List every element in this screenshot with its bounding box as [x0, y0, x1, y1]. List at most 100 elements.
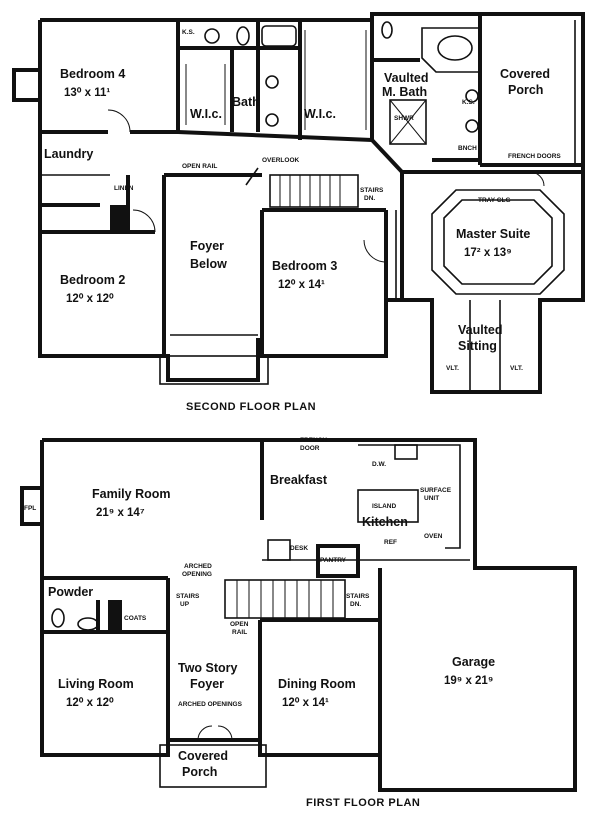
family-room-size: 21⁹ x 14⁷ [96, 507, 145, 519]
two-story-foyer-line1: Two Story [178, 661, 238, 675]
master-suite-name: Master Suite [456, 227, 530, 241]
oven-label: OVEN [424, 533, 443, 540]
french-doors-label: FRENCH DOORS [508, 153, 561, 160]
vlt-right: VLT. [510, 365, 523, 372]
vaulted-sitting-line1: Vaulted [458, 323, 502, 337]
vaulted-bath-line1: Vaulted [384, 71, 428, 85]
island-label: ISLAND [372, 503, 397, 510]
wall-hall-top [177, 130, 373, 142]
stairs-up-line1: STAIRS [176, 593, 200, 600]
linen-label: LINEN [114, 185, 134, 192]
balcony-base [159, 355, 269, 385]
bedroom4-size: 13⁰ x 11¹ [64, 86, 110, 99]
dining-room-name: Dining Room [278, 677, 356, 691]
arched-opening-line1: ARCHED [184, 563, 212, 570]
sink-3 [265, 113, 279, 127]
living-room-size: 12⁰ x 12⁰ [66, 696, 114, 709]
foyer-below-line1: Foyer [190, 239, 224, 253]
pantry [316, 544, 360, 578]
vlt-left: VLT. [446, 365, 459, 372]
wall-diagonal [370, 138, 404, 174]
sink [204, 28, 220, 44]
mbath-sink-2 [465, 119, 479, 133]
stairs-dn-line2: DN. [364, 195, 375, 202]
pantry-label: PANTRY [320, 557, 347, 564]
tray-clg-label: TRAY CLG [478, 197, 511, 204]
coats-label: COATS [124, 615, 147, 622]
sink-2 [265, 75, 279, 89]
desk-label: DESK [290, 545, 308, 552]
arched-openings-label: ARCHED OPENINGS [178, 701, 243, 708]
bathtub [261, 25, 297, 47]
tray-ceiling-outer [431, 189, 565, 295]
stairs-second [269, 174, 359, 208]
corner-tub-basin [437, 35, 473, 61]
surface-unit-line2: UNIT [424, 495, 439, 502]
foyer-below-line2: Below [190, 257, 227, 271]
stairs-up-line2: UP [180, 601, 190, 608]
powder-toilet [51, 608, 65, 628]
first-floor-title: FIRST FLOOR PLAN [306, 797, 420, 809]
kitchen-island [357, 489, 419, 523]
vaulted-sitting-line2: Sitting [458, 339, 497, 353]
dining-room-size: 12⁰ x 14¹ [282, 696, 329, 709]
french-door-line1: FRENCH [300, 437, 327, 444]
toilet [236, 26, 250, 46]
vaulted-bath-line2: M. Bath [382, 85, 427, 99]
ks-left: K.S. [182, 29, 195, 36]
porch-frame [159, 744, 267, 788]
overlook-arrow [245, 167, 259, 186]
bedroom3-name: Bedroom 3 [272, 259, 337, 273]
stairs-first [224, 579, 346, 619]
door-swing [529, 171, 545, 187]
first-floor-plan [20, 438, 577, 792]
mbath-sink [465, 89, 479, 103]
ref-label: REF [384, 539, 397, 546]
stairs-dn-line1: STAIRS [346, 593, 370, 600]
fpl-label: FPL [24, 505, 36, 512]
kitchen-label: Kitchen [362, 515, 408, 529]
stairs-dn-line2: DN. [350, 601, 361, 608]
bedroom2-name: Bedroom 2 [60, 273, 125, 287]
second-floor-labels: Bedroom 4 13⁰ x 11¹ K.S. Bath W.I.c. W.I… [44, 29, 561, 413]
laundry-label: Laundry [44, 147, 93, 161]
open-rail-line2: RAIL [232, 629, 247, 636]
bench-label: BNCH [458, 145, 477, 152]
desk [267, 539, 291, 561]
overlook-label: OVERLOOK [262, 157, 300, 164]
ks-right: K.S. [462, 99, 475, 106]
linen-closet [110, 205, 128, 233]
fireplace [20, 486, 44, 526]
surface-unit-line1: SURFACE [420, 487, 452, 494]
garage-name: Garage [452, 655, 495, 669]
bedroom2-size: 12⁰ x 12⁰ [66, 292, 114, 305]
master-suite-size: 17² x 13⁹ [464, 247, 512, 259]
arched-opening-line2: OPENING [182, 571, 212, 578]
door-swing [197, 725, 213, 741]
shower-x [389, 99, 427, 145]
dw-label: D.W. [372, 461, 386, 468]
living-room-name: Living Room [58, 677, 134, 691]
second-floor-plan [12, 12, 585, 394]
bath-label: Bath [232, 95, 260, 109]
door-swing [217, 725, 233, 741]
kitchen-sink [394, 444, 418, 460]
toilet-mbath [381, 21, 393, 39]
powder-sink [77, 617, 99, 631]
chimney-bump [12, 68, 42, 102]
stairs-dn-line1: STAIRS [360, 187, 384, 194]
shwr-label: SHWR [394, 115, 414, 122]
bedroom3-size: 12⁰ x 14¹ [278, 278, 325, 291]
wic-left-label: W.I.c. [190, 107, 222, 121]
wic-right-label: W.I.c. [304, 107, 336, 121]
bedroom4-name: Bedroom 4 [60, 67, 125, 81]
tray-ceiling-inner [443, 199, 553, 285]
open-rail-line1: OPEN [230, 621, 249, 628]
shower [389, 99, 427, 145]
first-floor-labels: FPL Family Room 21⁹ x 14⁷ FRENCH DOOR Br… [24, 437, 495, 809]
corner-tub [421, 27, 481, 73]
covered-porch-line1: Covered [500, 67, 550, 81]
family-room-name: Family Room [92, 487, 171, 501]
door-swing [363, 239, 387, 263]
